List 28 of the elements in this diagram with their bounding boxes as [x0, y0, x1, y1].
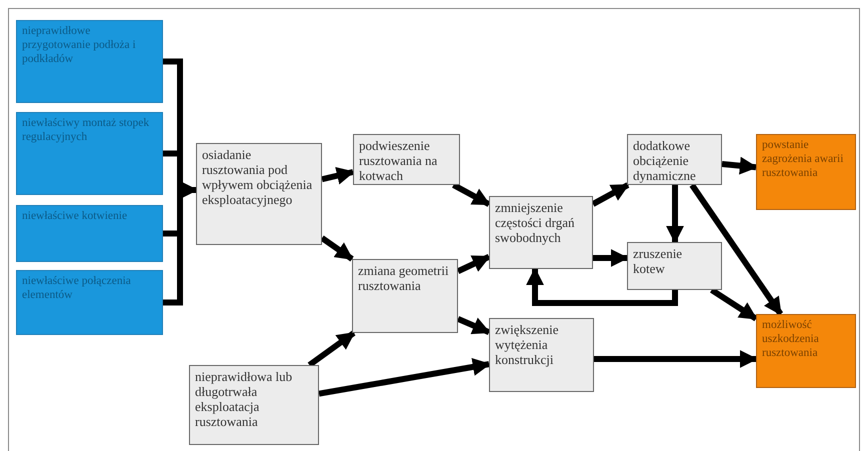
cause-box: niewłaściwy montaż stopek regulacyjnych: [16, 112, 163, 195]
arrow: [456, 316, 491, 336]
process-box: zmiana geometrii rusztowania: [352, 259, 458, 333]
arrow: [318, 358, 491, 397]
arrow: [666, 185, 684, 244]
effect-box: możliwość uszkodzenia rusztowania: [756, 314, 856, 388]
process-box: dodatkowe obciążenie dynamiczne: [627, 134, 722, 185]
process-box: nieprawidłowa lub długotrwała eksploatacja rusztowania: [189, 365, 319, 445]
arrow: [722, 156, 758, 175]
process-box: zruszenie kotew: [627, 242, 722, 290]
arrow: [526, 267, 678, 306]
process-box: zmniejszenie częstości drgań swobodnych: [489, 196, 593, 269]
arrow: [594, 350, 758, 368]
cause-box: niewłaściwe połączenia elementów: [16, 270, 163, 335]
arrow: [690, 183, 784, 316]
arrow: [321, 166, 355, 184]
effect-box: powstanie zagrożenia awarii rusztowania: [756, 134, 856, 210]
cause-box: nieprawidłowe przygotowanie podłoża i podkładów: [16, 20, 163, 103]
arrow: [592, 182, 630, 207]
arrow: [593, 249, 629, 267]
arrow: [456, 254, 491, 274]
process-box: osiadanie rusztowania pod wpływem obciążenia eksploatacyjnego: [196, 143, 322, 245]
arrow: [320, 236, 354, 262]
arrow: [452, 182, 491, 207]
process-box: podwieszenie rusztowania na kotwach: [353, 134, 460, 185]
arrow: [308, 330, 356, 368]
cause-box: niewłaściwe kotwienie: [16, 205, 163, 262]
process-box: zwiększenie wytężenia konstrukcji: [489, 318, 594, 392]
